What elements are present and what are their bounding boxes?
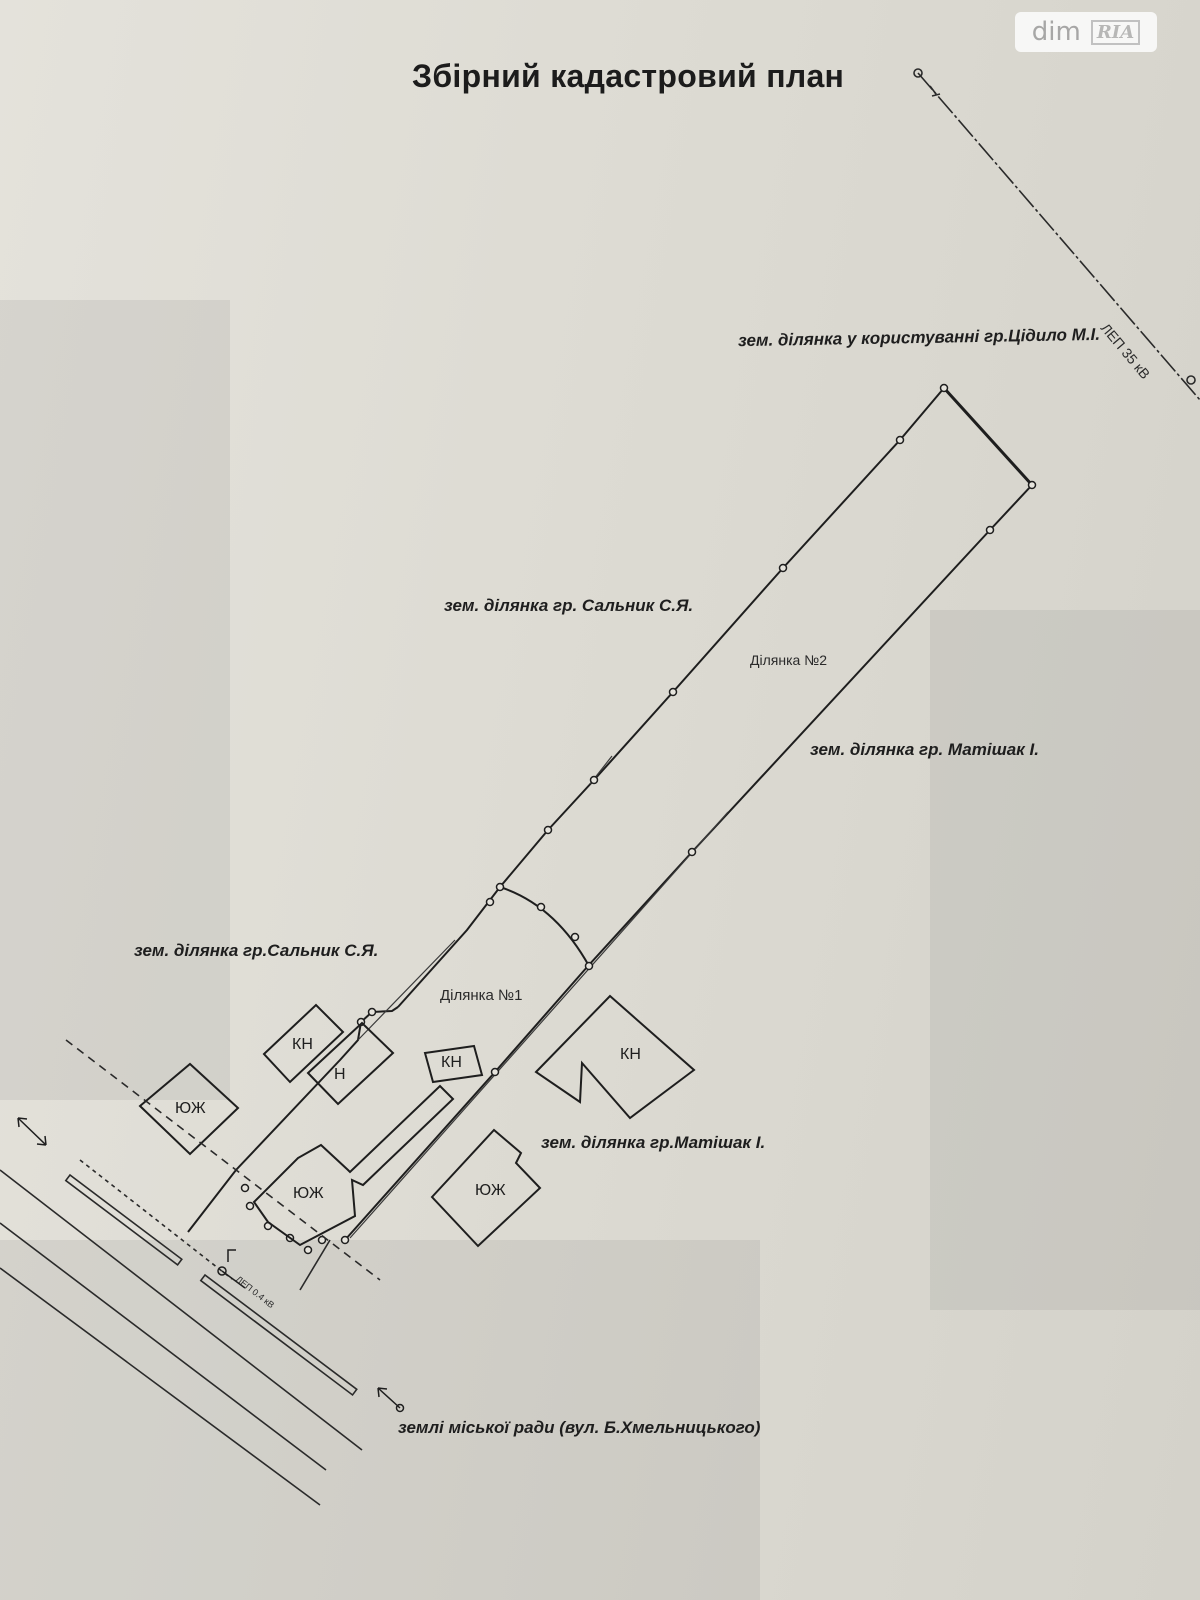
plot-boundary [187, 386, 1034, 1241]
dimria-watermark: dim RIA [1015, 12, 1157, 52]
label-city-lands: землі міської ради (вул. Б.Хмельницького… [398, 1418, 761, 1437]
watermark-ria-logo: RIA [1090, 19, 1141, 45]
label-plot-1: Ділянка №1 [440, 987, 523, 1004]
building-kn-3 [534, 994, 696, 1120]
direction-arrows [17, 1117, 405, 1413]
sidewalk-strip-2 [199, 1273, 358, 1397]
background-bleed [0, 300, 1200, 1600]
label-plot-2: Ділянка №2 [750, 652, 827, 668]
label-salnyk-plot-top: зем. ділянка гр. Сальник С.Я. [444, 596, 694, 615]
power-line-04kv [217, 1249, 246, 1289]
building-yuzh-2 [252, 1084, 455, 1247]
building-label-kn-1: КН [292, 1036, 313, 1053]
building-yuzh-1 [138, 1062, 240, 1156]
building-yuzh-3 [430, 1128, 542, 1248]
boundary-vertices [240, 383, 1037, 1255]
building-label-n: Н [334, 1066, 346, 1083]
building-label-yuzh-3: ЮЖ [475, 1182, 506, 1199]
plan-title: Збірний кадастровий план [412, 58, 845, 94]
label-matishak-plot-right: зем. ділянка гр. Матішак І. [810, 740, 1039, 759]
building-outlines [138, 994, 696, 1248]
sidewalk-strip-1 [64, 1173, 183, 1266]
building-label-kn-3: КН [620, 1046, 641, 1063]
label-matishak-plot-bottom: зем. ділянка гр.Матішак І. [541, 1133, 766, 1152]
building-kn-2 [423, 1044, 484, 1084]
building-kn-1 [262, 1003, 345, 1084]
street-lines [0, 1039, 381, 1506]
watermark-dim-text: dim [1031, 17, 1081, 47]
building-n [306, 1021, 395, 1106]
building-label-yuzh-2: ЮЖ [293, 1185, 324, 1202]
building-label-kn-2: КН [441, 1054, 462, 1071]
building-label-yuzh-1: ЮЖ [175, 1100, 206, 1117]
power-line-35kv [913, 68, 1200, 401]
label-salnyk-plot-left: зем. ділянка гр.Сальник С.Я. [134, 941, 379, 960]
